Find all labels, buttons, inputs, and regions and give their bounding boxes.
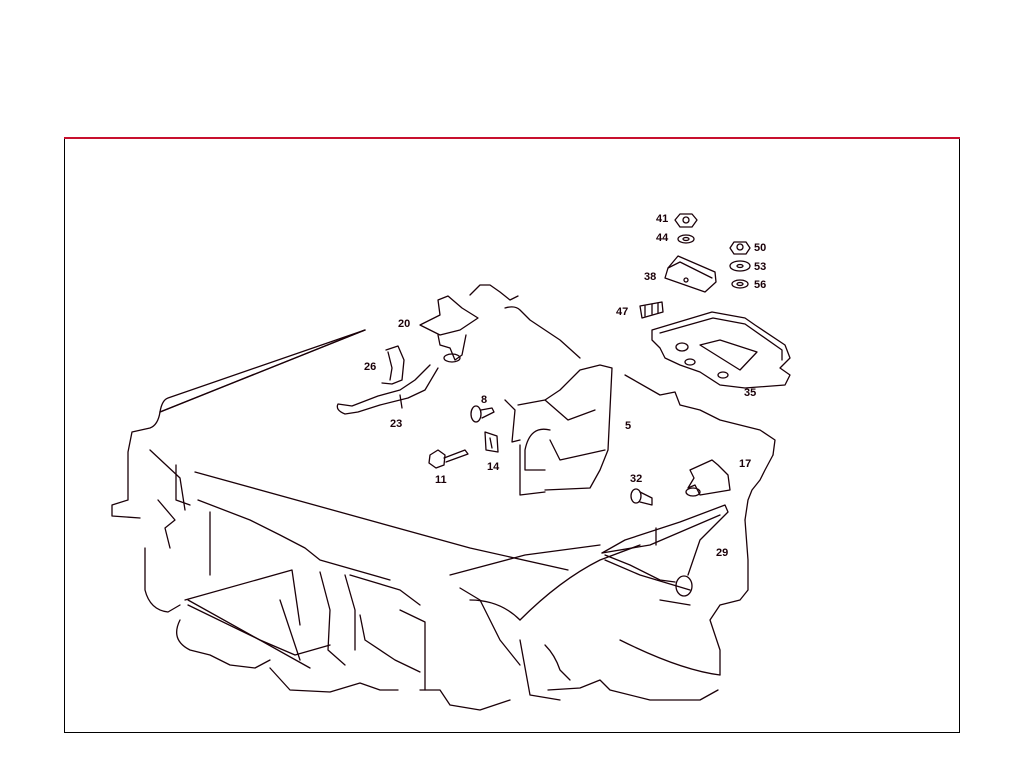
callout-14: 14	[487, 461, 500, 473]
part-11-screw	[428, 449, 469, 469]
fasteners-top	[674, 213, 751, 289]
upper-body-edges	[159, 284, 776, 676]
part-20-connector	[419, 295, 479, 363]
callout-29: 29	[716, 547, 729, 559]
frame-top-edge	[64, 137, 960, 139]
callout-26: 26	[364, 361, 377, 373]
part-32-plug	[630, 488, 653, 506]
part-29-air-guide	[601, 504, 729, 597]
callout-50: 50	[754, 242, 767, 254]
part-8-rivet	[470, 405, 495, 423]
callout-41: 41	[656, 213, 669, 225]
part-23-hose	[336, 364, 439, 415]
callout-38: 38	[644, 271, 657, 283]
callout-23: 23	[390, 418, 403, 430]
callout-44: 44	[656, 232, 669, 244]
part-14-spring-nut	[484, 431, 499, 453]
callout-17: 17	[739, 458, 752, 470]
callout-56: 56	[754, 279, 767, 291]
callout-32: 32	[630, 473, 643, 485]
part-35-cover-plate	[651, 311, 791, 389]
part-38-bracket	[664, 255, 717, 293]
callout-20: 20	[398, 318, 411, 330]
part-17-intake	[685, 459, 731, 497]
part-26-clip	[381, 345, 405, 385]
callout-11: 11	[435, 474, 447, 486]
callout-8: 8	[481, 394, 488, 406]
part-47-clip	[639, 301, 664, 319]
callout-53: 53	[754, 261, 767, 273]
callout-5: 5	[625, 420, 632, 432]
part-5-air-duct	[504, 364, 613, 496]
callout-47: 47	[616, 306, 629, 318]
callout-35: 35	[744, 387, 757, 399]
front-structure	[111, 329, 721, 711]
